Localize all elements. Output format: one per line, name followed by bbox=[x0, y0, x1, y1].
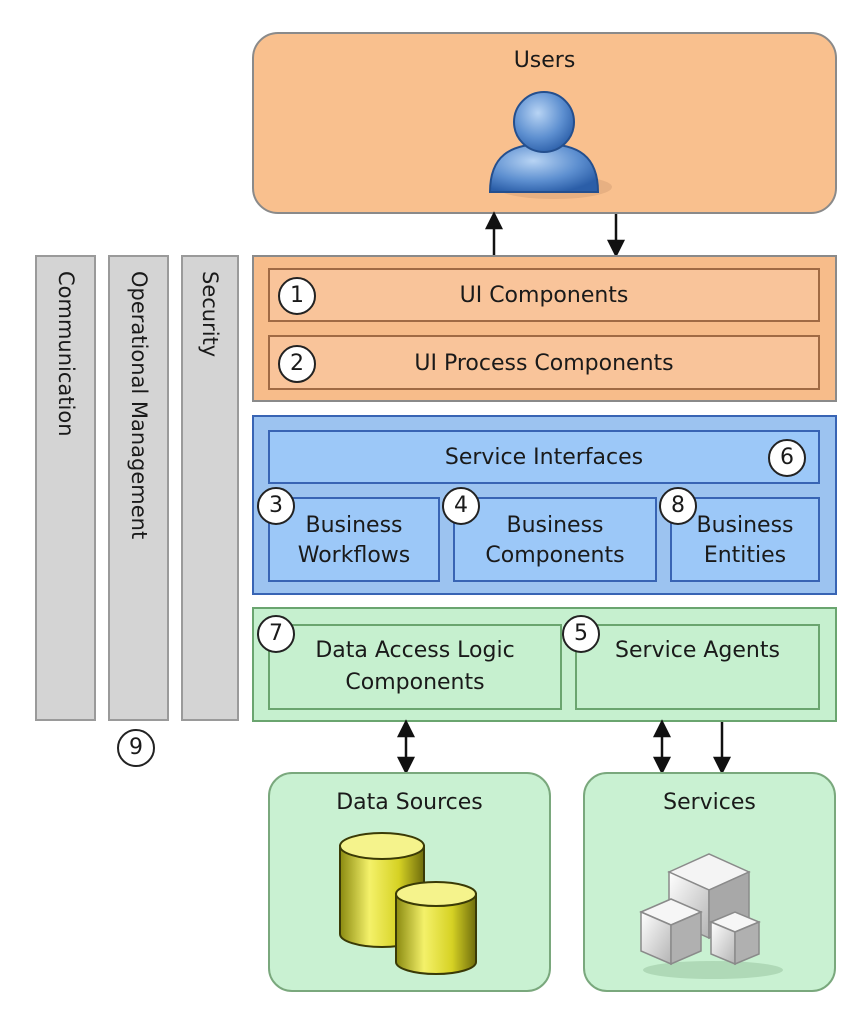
service-interfaces-label: Service Interfaces bbox=[444, 445, 644, 470]
business-entities-line2: Entities bbox=[703, 543, 787, 568]
number-badge-8: 8 bbox=[659, 487, 697, 525]
number-badge-7: 7 bbox=[257, 615, 295, 653]
services-box: Services bbox=[583, 772, 836, 992]
users-panel: Users bbox=[252, 32, 837, 214]
data-access-logic-line1: Data Access Logic bbox=[315, 638, 515, 663]
presentation-layer: UI Components UI Process Components 1 2 bbox=[252, 255, 837, 402]
cubes-icon bbox=[639, 853, 783, 979]
operational-management-bar: Operational Management bbox=[108, 255, 169, 721]
data-layer: Data Access Logic Components Service Age… bbox=[252, 607, 837, 722]
data-sources-box: Data Sources bbox=[268, 772, 551, 992]
business-entities-line1: Business bbox=[696, 513, 794, 538]
number-badge-2: 2 bbox=[278, 345, 316, 383]
number-badge-3: 3 bbox=[257, 487, 295, 525]
cross-cutting-number: 9 bbox=[117, 729, 155, 767]
number-badge-5: 5 bbox=[562, 615, 600, 653]
users-title: Users bbox=[513, 48, 576, 73]
data-sources-title: Data Sources bbox=[336, 790, 483, 815]
business-workflows-line1: Business bbox=[305, 513, 403, 538]
number-badge-1: 1 bbox=[278, 277, 316, 315]
business-components-box: Business Components bbox=[453, 497, 657, 582]
services-title: Services bbox=[663, 790, 756, 815]
number-badge-4: 4 bbox=[442, 487, 480, 525]
number-badge-6: 6 bbox=[768, 439, 806, 477]
security-bar: Security bbox=[181, 255, 239, 721]
service-agents-box: Service Agents bbox=[575, 624, 820, 710]
data-access-logic-line2: Components bbox=[345, 670, 485, 695]
service-agents-label: Service Agents bbox=[615, 638, 780, 663]
ui-process-components-label: UI Process Components bbox=[414, 351, 674, 376]
data-access-logic-box: Data Access Logic Components bbox=[268, 624, 562, 710]
communication-bar: Communication bbox=[35, 255, 96, 721]
database-icon bbox=[339, 832, 477, 975]
business-components-line2: Components bbox=[485, 543, 625, 568]
ui-components-label: UI Components bbox=[459, 283, 629, 308]
service-interfaces-box: Service Interfaces bbox=[268, 430, 820, 484]
user-icon bbox=[488, 91, 612, 199]
ui-process-components-box: UI Process Components bbox=[268, 335, 820, 390]
business-workflows-box: Business Workflows bbox=[268, 497, 440, 582]
business-components-line1: Business bbox=[506, 513, 604, 538]
ui-components-box: UI Components bbox=[268, 268, 820, 322]
business-layer: Service Interfaces 6 Business Workflows … bbox=[252, 415, 837, 595]
business-workflows-line2: Workflows bbox=[297, 543, 411, 568]
